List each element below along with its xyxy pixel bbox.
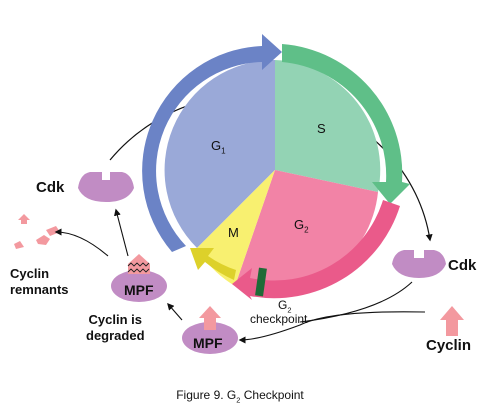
cyclin-icon bbox=[440, 306, 464, 336]
arrow-mpf-to-remnants bbox=[54, 228, 109, 257]
caption-subscript: 2 bbox=[236, 395, 241, 405]
arrow-mpf-to-cdk bbox=[114, 208, 129, 257]
arrow-cdk-to-mpf bbox=[299, 281, 413, 323]
cyclin-remnant-1 bbox=[18, 214, 30, 224]
s-phase-wedge bbox=[275, 60, 381, 192]
m-phase-arrow bbox=[190, 248, 236, 280]
arrow-cyclin-to-mpf bbox=[238, 311, 426, 344]
g1-phase-wedge bbox=[164, 59, 275, 248]
g2-phase-arrow bbox=[232, 200, 400, 300]
caption-suffix: Checkpoint bbox=[240, 388, 304, 402]
arrow-mpf-degraded bbox=[167, 302, 183, 321]
checkpoint-word: checkpoint bbox=[250, 312, 308, 327]
g2-phase-label: G2 bbox=[294, 217, 309, 234]
cyclin-remnant-2 bbox=[36, 235, 50, 245]
g1-phase-label: G1 bbox=[211, 138, 226, 155]
g1-phase-arrow bbox=[142, 34, 282, 252]
cdk-right-label: Cdk bbox=[448, 257, 477, 274]
g2-subscript: 2 bbox=[304, 225, 309, 235]
g2-checkpoint-label: G2 checkpoint bbox=[250, 298, 307, 327]
checkpoint-subscript: 2 bbox=[287, 305, 292, 315]
m-phase-label: M bbox=[228, 225, 239, 240]
checkpoint-g-letter: G bbox=[278, 298, 288, 312]
mpf-bottom-label: MPF bbox=[193, 335, 223, 351]
mpf-bottom-icon bbox=[182, 322, 238, 354]
m-phase-wedge bbox=[197, 170, 275, 286]
cyclin-remnants-label: Cyclin remnants bbox=[10, 266, 69, 299]
g2-checkpoint-bar bbox=[255, 267, 267, 297]
caption-prefix: Figure 9. G bbox=[176, 388, 237, 402]
figure-caption: Figure 9. G2 Checkpoint bbox=[0, 388, 480, 405]
degraded-cyclin-piece bbox=[128, 254, 150, 274]
s-phase-arrow bbox=[282, 44, 410, 204]
cdk-left-icon bbox=[78, 172, 134, 202]
cyclin-label: Cyclin bbox=[426, 337, 472, 354]
cyclin-remnants-line1: Cyclin bbox=[10, 266, 50, 281]
cdk-left-label: Cdk bbox=[36, 179, 65, 196]
g1-subscript: 1 bbox=[221, 146, 226, 156]
mpf-top-icon bbox=[111, 270, 167, 302]
cyclin-remnant-4 bbox=[46, 226, 60, 236]
cdk-right-icon bbox=[392, 250, 446, 278]
g1-letter: G bbox=[211, 138, 222, 153]
s-phase-label: S bbox=[317, 121, 326, 136]
mpf-top-label: MPF bbox=[124, 282, 154, 298]
cyclin-remnants-line2: remnants bbox=[10, 282, 69, 298]
cyclin-degraded-line2: degraded bbox=[86, 328, 145, 344]
cyclin-degraded-line1: Cyclin is bbox=[88, 312, 142, 327]
cyclin-bound-piece bbox=[199, 306, 221, 330]
degradation-zigzag bbox=[127, 262, 150, 273]
cyclin-remnant-3 bbox=[14, 241, 24, 249]
cyclin-degraded-label: Cyclin is degraded bbox=[86, 312, 145, 345]
g2-letter: G bbox=[294, 217, 305, 232]
